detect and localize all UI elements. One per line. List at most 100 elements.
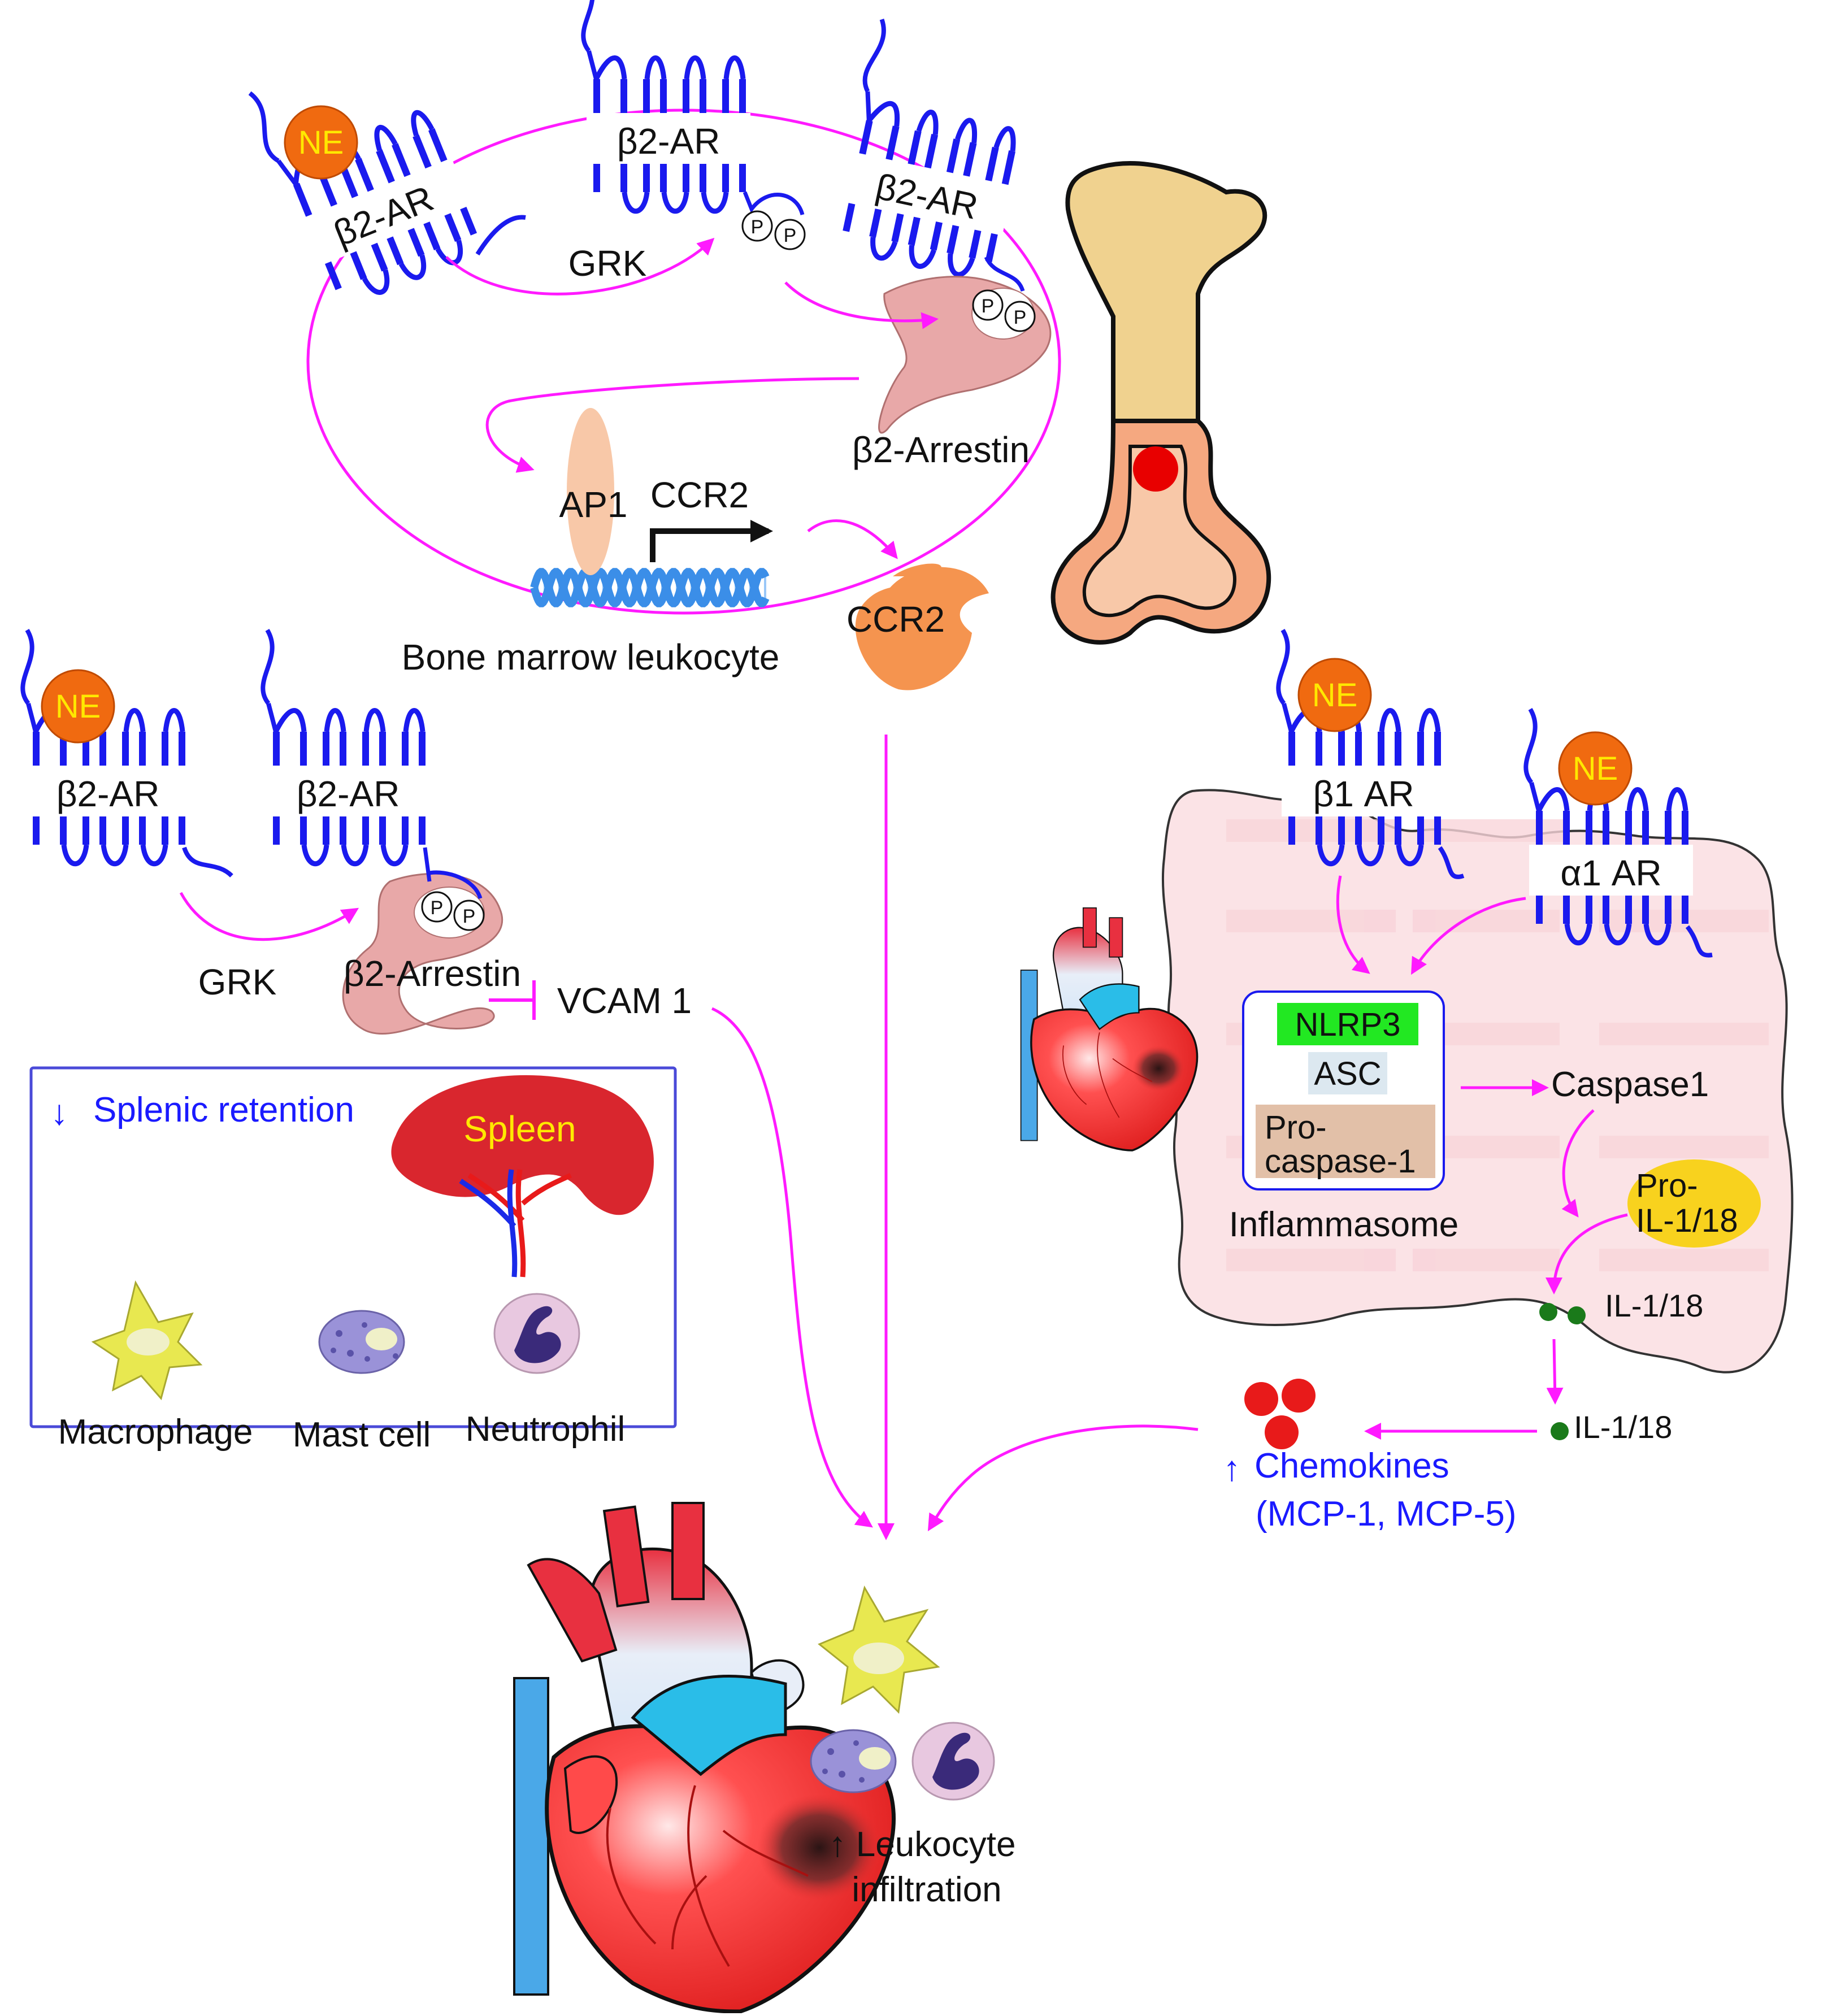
spleen-vessel-blue [459, 1169, 518, 1278]
bone-illustration [1050, 161, 1271, 645]
infiltrating-neutrophil-nucleus [932, 1732, 979, 1790]
mast-cell-label: Mast cell [293, 1415, 431, 1454]
beta1-ar-receptor: β1 AR [1278, 630, 1445, 864]
ne-ligand-1-label: NE [298, 124, 344, 161]
beta2-ar-receptor-2: β2-AR [583, 0, 750, 211]
small-heart-illustration [1020, 907, 1199, 1152]
il-dot-1 [1539, 1303, 1557, 1321]
asc-box [1308, 1052, 1387, 1094]
chemokine-to-heart-arrow [927, 1424, 1199, 1532]
spleen-ne-label: NE [55, 688, 101, 725]
chemokine-dot-3 [1265, 1415, 1299, 1449]
receptor-3-c-tail [984, 256, 1025, 292]
phospho-3 [972, 289, 1004, 321]
receptor-2-label: β2-AR [617, 121, 720, 162]
macrophage-label: Macrophage [58, 1413, 253, 1452]
macrophage-nucleus [127, 1328, 170, 1355]
caspase1-label: Caspase1 [1551, 1065, 1709, 1104]
infiltrating-macrophage-nucleus [853, 1643, 904, 1674]
spleen-beta2-ar-receptor-1: β2-AR [23, 630, 190, 864]
beta2-ar-receptor-3: β2-AR [829, 19, 1041, 282]
il-dot-2 [1568, 1306, 1586, 1324]
spleen-receptor-1-label: β2-AR [57, 774, 160, 814]
spleen-arrestin-label: β2-Arrestin [344, 953, 521, 994]
grk-arrow-1 [445, 237, 715, 296]
spleen-label: Spleen [463, 1109, 576, 1149]
vcam-to-heart-arrow [711, 1007, 873, 1528]
pro-il-label-1: Pro- [1636, 1167, 1698, 1204]
asc-label: ASC [1314, 1055, 1381, 1092]
phospho-1 [741, 210, 773, 242]
large-heart-illustration [513, 1502, 896, 2014]
dna-helix [530, 568, 770, 607]
spleen-grk-label: GRK [198, 962, 277, 1002]
chemokines-label: Chemokines [1254, 1446, 1449, 1485]
receptor-2-c-tail [743, 191, 805, 216]
inflammasome-label: Inflammasome [1229, 1205, 1459, 1244]
ne-ligand-1 [284, 105, 358, 180]
phospho-2-label: P [784, 225, 797, 246]
phospho-3-label: P [982, 296, 995, 317]
nlrp3-box [1277, 1003, 1418, 1045]
infiltrating-mast-cell [810, 1729, 897, 1793]
mast-cell [318, 1310, 405, 1374]
retention-arrow: ↓ [51, 1093, 68, 1132]
receptor-1-c-tail [475, 215, 526, 256]
spleen-phospho-1-label: P [431, 897, 444, 919]
dna-strand-2 [530, 568, 770, 607]
il-dot-outside [1551, 1422, 1569, 1440]
phospho-4 [1004, 301, 1036, 332]
cardiac-ne-ligand-2 [1558, 731, 1633, 806]
bone-marrow-cell-label: Bone marrow leukocyte [402, 637, 780, 677]
chemokine-dot-2 [1282, 1379, 1316, 1413]
mast-cell-nucleus [366, 1328, 397, 1350]
spleen-receptor-2-label: β2-AR [297, 774, 400, 814]
pro-il-label-2: IL-1/18 [1636, 1202, 1738, 1239]
arrestin-label-1: β2-Arrestin [852, 429, 1030, 470]
vcam-inhibition [489, 980, 536, 1020]
spleen-ne-ligand [41, 669, 115, 744]
il-secretion-arrow [1546, 1339, 1564, 1405]
phospho-1-label: P [751, 216, 764, 238]
arrestin-to-ap1-arrow [485, 377, 859, 473]
beta1-label: β1 AR [1313, 774, 1414, 814]
spleen-phospho-2 [453, 900, 485, 931]
chemokines-sub-label: (MCP-1, MCP-5) [1256, 1494, 1517, 1533]
alpha1-label: α1 AR [1560, 853, 1661, 893]
ccr2-gene-label: CCR2 [650, 475, 749, 515]
cardiac-ne-label-1: NE [1312, 677, 1358, 714]
infiltration-label-1: ↑ Leukocyte [829, 1825, 1016, 1864]
beta1-tail [1438, 846, 1465, 879]
pro-il-to-il-arrow [1546, 1213, 1628, 1294]
ccr2-gene-arrow [650, 520, 773, 562]
neutrophil-nucleus [514, 1306, 561, 1363]
beta2-ar-receptor-1: β2-AR [246, 32, 488, 311]
alpha1-tail [1685, 925, 1713, 958]
alpha1-ar-receptor: α1 AR [1526, 709, 1693, 943]
chemokines-arrow: ↑ [1223, 1449, 1241, 1488]
ccr2-protein [855, 563, 989, 690]
neutrophil-label: Neutrophil [466, 1410, 626, 1449]
infiltrating-mast-cell-nucleus [859, 1747, 891, 1770]
beta1-to-inflammasome-arrow [1336, 875, 1370, 974]
spleen-vessel-red [467, 1169, 572, 1278]
cardiac-ne-ligand-1 [1297, 658, 1372, 732]
grk-label-1: GRK [568, 243, 647, 284]
retention-label: Splenic retention [93, 1090, 354, 1129]
spleen-grk-arrow [179, 892, 359, 941]
phospho-2 [774, 219, 806, 250]
infiltration-label-2: infiltration [852, 1870, 1001, 1909]
ap1-factor [567, 408, 614, 575]
spleen-beta2-ar-receptor-2: β2-AR [263, 630, 430, 864]
ap1-label: AP1 [559, 484, 628, 525]
il-inside-label: IL-1/18 [1605, 1288, 1703, 1323]
ccr2-protein-label: CCR2 [846, 599, 945, 640]
spleen-phospho-1 [421, 891, 453, 923]
pro-il-blob [1627, 1159, 1761, 1248]
il-outside-label: IL-1/18 [1574, 1409, 1672, 1445]
ccr2-transcription-arrow [807, 519, 898, 559]
cardiac-ne-label-2: NE [1573, 750, 1618, 787]
alpha1-to-inflammasome-arrow [1411, 897, 1526, 975]
